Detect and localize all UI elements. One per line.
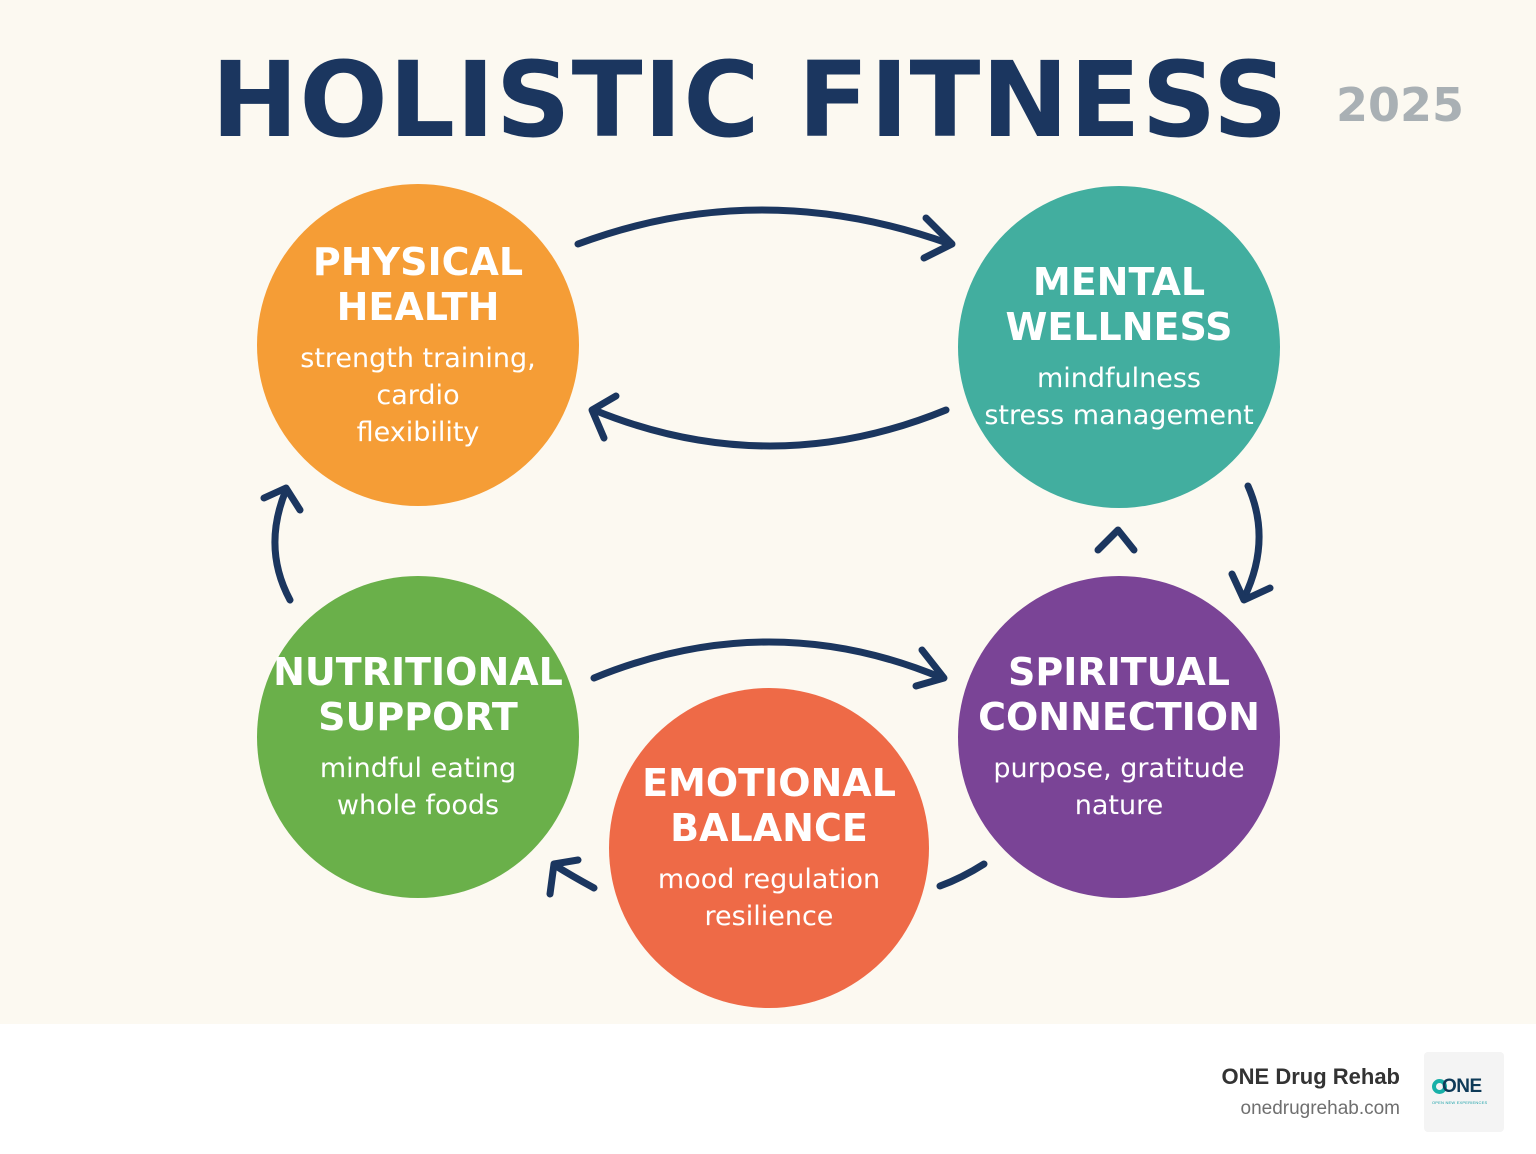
node-title: MENTAL WELLNESS — [1005, 260, 1233, 349]
node-nutritional-support: NUTRITIONAL SUPPORT mindful eating whole… — [257, 576, 579, 898]
node-mental-wellness: MENTAL WELLNESS mindfulness stress manag… — [958, 186, 1280, 508]
arrow-emotional-to-nutritional — [552, 862, 598, 892]
node-emotional-balance: EMOTIONAL BALANCE mood regulation resili… — [609, 688, 929, 1008]
arrow-mental-to-spiritual — [1240, 482, 1263, 602]
arrow-spiritual-to-emotional — [936, 860, 988, 890]
node-spiritual-connection: SPIRITUAL CONNECTION purpose, gratitude … — [958, 576, 1280, 898]
node-description: purpose, gratitude nature — [993, 753, 1245, 821]
arrow-mental-to-physical — [590, 406, 950, 450]
page-title: HOLISTIC FITNESS — [211, 39, 1289, 161]
node-title: SPIRITUAL CONNECTION — [978, 650, 1260, 739]
diagram-canvas: HOLISTIC FITNESS 2025 PHYSICAL HEALTH s — [0, 0, 1536, 1024]
node-description: mindful eating whole foods — [319, 753, 517, 821]
arrow-nutritional-to-spiritual — [590, 638, 946, 682]
arrowhead-nutritional-to-physical — [260, 484, 304, 514]
brand-logo[interactable]: ONE OPEN NEW EXPERIENCES — [1424, 1052, 1504, 1132]
arrowhead-physical-to-mental — [920, 214, 956, 262]
arrowhead-spiritual-to-mental — [1094, 526, 1138, 554]
arrowhead-nutritional-to-spiritual — [912, 646, 948, 690]
node-description: mood regulation resilience — [657, 864, 881, 932]
arrowhead-mental-to-spiritual — [1228, 570, 1274, 604]
node-title: NUTRITIONAL SUPPORT — [273, 650, 563, 739]
cycle-arrows — [260, 206, 1274, 898]
brand-name[interactable]: ONE Drug Rehab — [1221, 1064, 1400, 1089]
logo-ring-icon — [1432, 1079, 1447, 1094]
node-description: mindfulness stress management — [984, 363, 1254, 431]
node-description: strength training, cardio flexibility — [300, 342, 536, 448]
node-title: PHYSICAL HEALTH — [312, 239, 524, 329]
logo-wordmark: ONE — [1432, 1076, 1482, 1098]
node-physical-health: PHYSICAL HEALTH strength training, cardi… — [257, 184, 579, 506]
node-title: EMOTIONAL BALANCE — [642, 761, 896, 850]
arrow-physical-to-mental — [574, 206, 954, 248]
year-label: 2025 — [1335, 78, 1465, 132]
brand-url[interactable]: onedrugrehab.com — [1240, 1098, 1401, 1119]
footer-bar — [0, 1024, 1536, 1154]
arrowhead-mental-to-physical — [588, 392, 620, 442]
arrowhead-emotional-to-nutritional — [546, 856, 582, 898]
logo-tagline: OPEN NEW EXPERIENCES — [1432, 1100, 1488, 1105]
arrow-nutritional-to-physical — [271, 486, 294, 604]
